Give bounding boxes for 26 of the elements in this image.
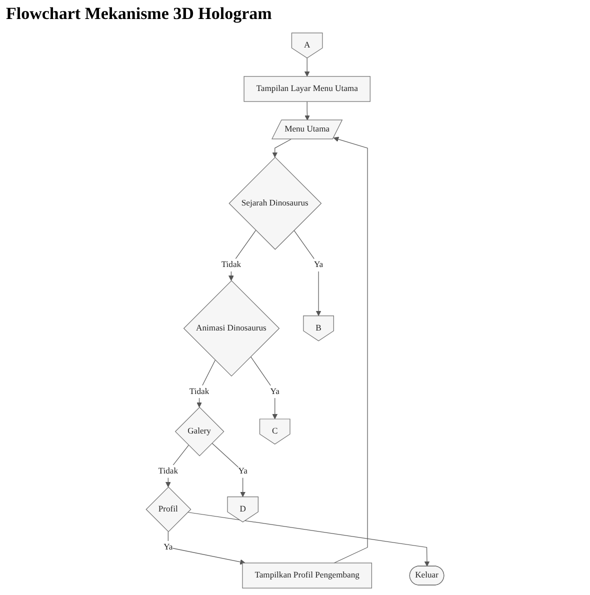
edge-label: Tidak [221,260,242,270]
edge-label: Ya [238,466,248,476]
arrow [212,442,246,498]
diagram-title: Flowchart Mekanisme 3D Hologram [6,4,272,24]
arrow [187,512,430,567]
arrow [304,58,310,77]
arrow [272,138,292,158]
node-diamond: Galery [174,406,224,456]
node-diamond: Sejarah Dinosaurus [228,156,322,250]
arrow [196,360,216,408]
arrow [228,230,256,281]
edge-label: Ya [164,542,173,552]
edge-label: Ya [270,387,280,396]
edge-label: Tidak [158,466,178,476]
node-box: Tampilkan Profil Pengembang [242,562,372,588]
arrow [168,531,246,565]
node-diamond: Animasi Dinosaurus [183,280,280,376]
arrow [304,101,310,120]
arrow [294,230,322,316]
node-diamond: Profil [146,486,192,532]
arrow [333,136,368,564]
node-box: Tampilan Layar Menu Utama [244,76,370,102]
edge-label: Tidak [189,387,210,396]
edge-label: Ya [314,260,324,270]
arrow [250,356,278,420]
arrow [165,444,189,488]
